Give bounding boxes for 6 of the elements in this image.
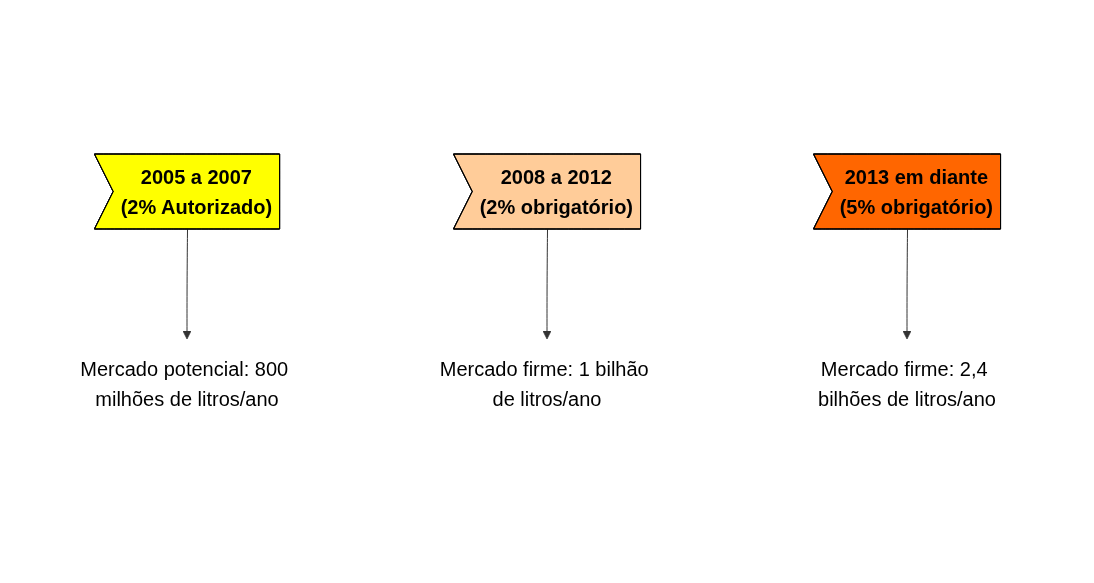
- node-text: Mercado potencial: 800 milhões de litros/ano: [80, 358, 289, 410]
- arrow: [902, 229, 912, 340]
- node-text: Mercado firme: 1 bilhão de litros/ano: [439, 358, 649, 410]
- arrow: [542, 229, 552, 340]
- node-text: Mercado firme: 2,4 bilhões de litros/ano: [818, 358, 996, 410]
- arrow: [182, 229, 192, 340]
